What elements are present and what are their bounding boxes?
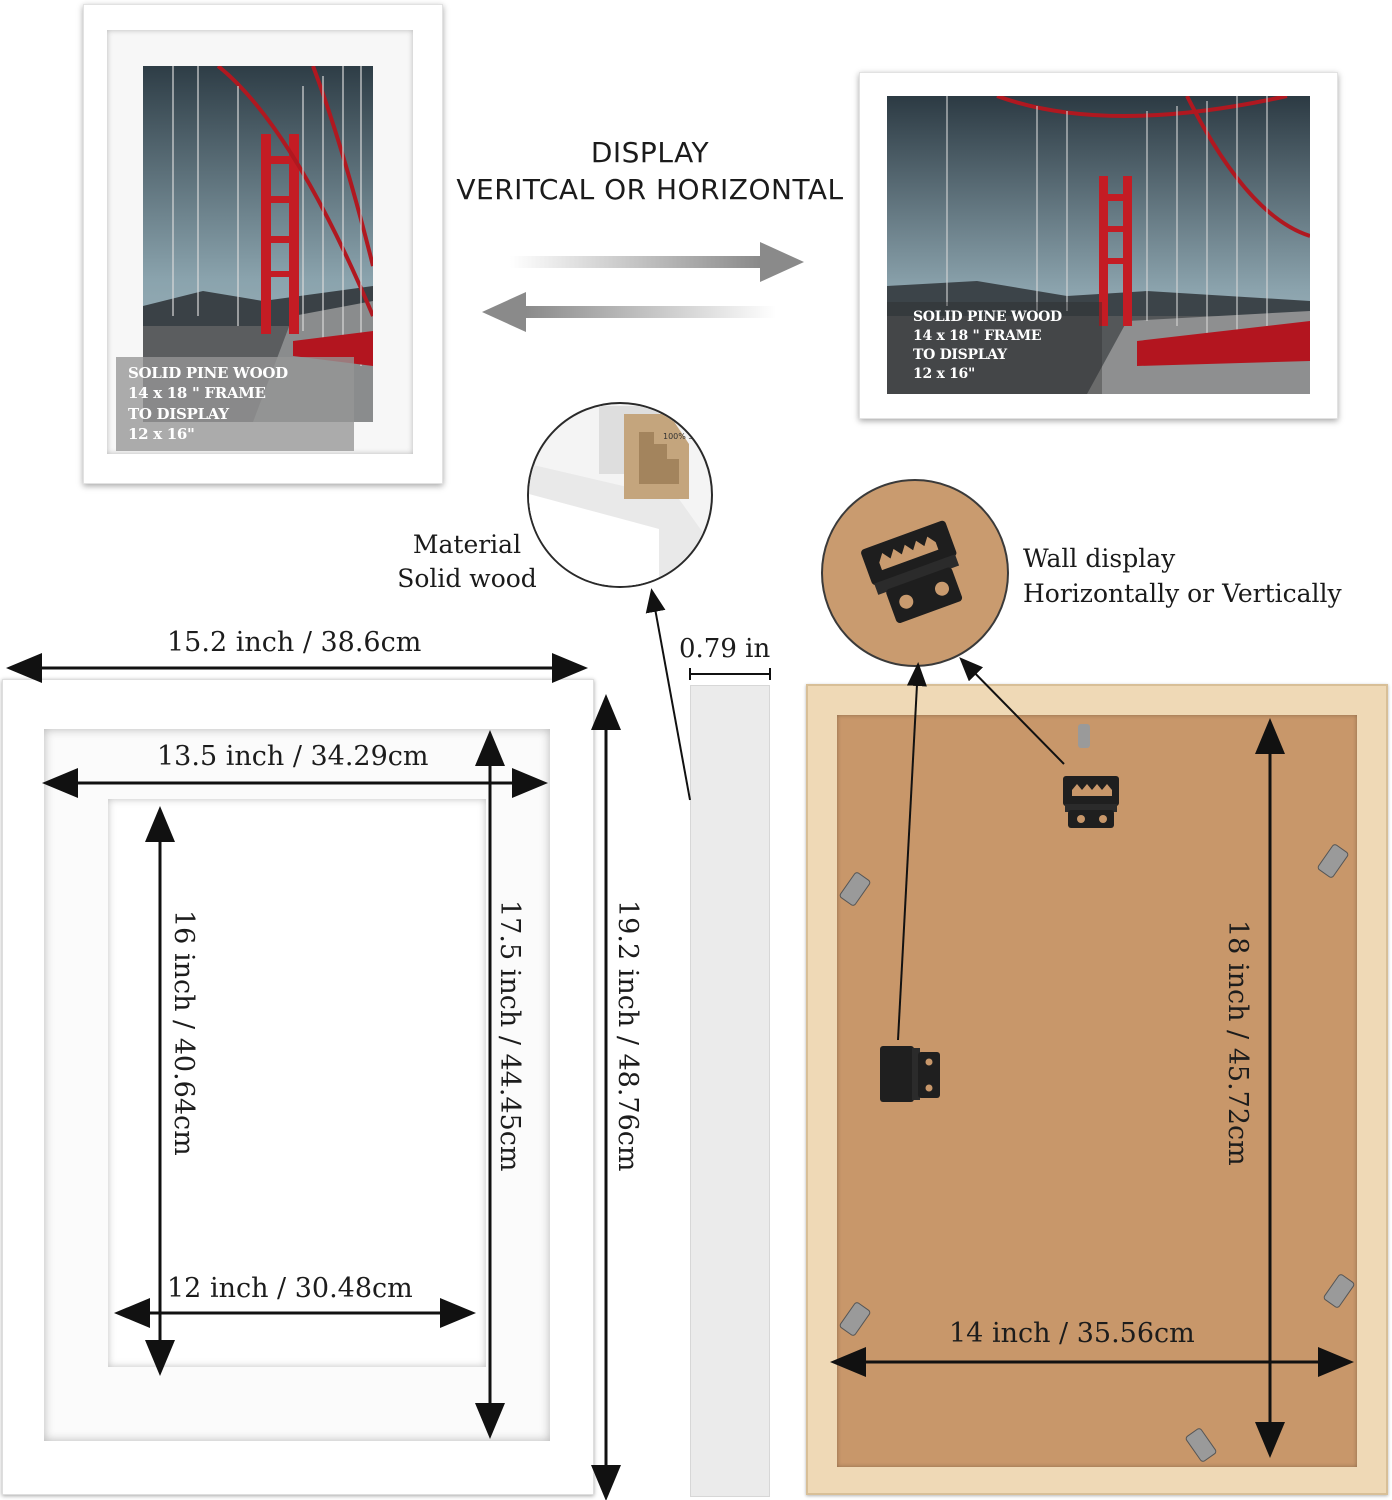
horizontal-frame: SOLID PINE WOOD 14 x 18 " FRAME TO DISPL… [859,72,1338,419]
arrow-left-icon [482,292,776,332]
badge-line3: TO DISPLAY [128,404,229,423]
top-hanger-pointer [959,657,1065,765]
side-hanger-pointer [897,662,927,1041]
depth-label: 0.79 in [679,634,771,664]
front-dimension-lines [6,653,621,1500]
badge-line1: SOLID PINE WOOD [128,364,288,382]
material-tag: 100% Sc [663,432,698,441]
badge-h-line3: TO DISPLAY [913,346,1007,363]
back-hardware [839,724,1355,1462]
horizontal-frame-photo [887,96,1310,394]
side-hanger-icon [880,1046,940,1102]
depth-pointer-lines [645,588,771,801]
vertical-frame-badge: SOLID PINE WOOD 14 x 18 " FRAME TO DISPL… [116,357,354,451]
badge-h-line2: 14 x 18 " FRAME [913,327,1042,344]
material-label-line1: Material [412,530,522,559]
photo-width-label: 12 inch / 30.48cm [167,1273,413,1304]
photo-height-label: 16 inch / 40.64cm [168,910,199,1156]
flex-tab-icons [839,844,1355,1462]
wall-label-line2: Horizontally or Vertically [1023,579,1342,608]
top-hanger-icon [1063,724,1119,828]
display-title-line1: DISPLAY [590,136,710,169]
material-zoom-circle: 100% Sc [527,402,713,588]
badge-line4: 12 x 16" [128,424,195,443]
arrow-right-icon [510,242,804,282]
wall-display-label: Wall display Horizontally or Vertically [1023,541,1342,611]
sawtooth-hanger-icon [861,520,963,623]
inner-width-label: 13.5 inch / 34.29cm [157,741,429,772]
wall-label-line1: Wall display [1023,544,1176,573]
horizontal-frame-badge: SOLID PINE WOOD 14 x 18 " FRAME TO DISPL… [887,302,1102,394]
wood-profile-icon [529,406,711,586]
inner-height-label: 17.5 inch / 44.45cm [494,900,525,1172]
vertical-frame: SOLID PINE WOOD 14 x 18 " FRAME TO DISPL… [83,4,443,484]
back-dimension-lines [830,657,1354,1458]
swap-arrows [482,242,804,332]
outer-height-label: 19.2 inch / 48.76cm [612,900,643,1172]
back-width-label: 14 inch / 35.56cm [949,1318,1195,1349]
bridge-photo-horizontal [887,96,1310,394]
badge-h-line4: 12 x 16" [913,365,975,382]
hanger-zoom-circle [821,479,1009,667]
frame-depth-strip [690,685,770,1497]
display-title-line2: VERITCAL OR HORIZONTAL [456,173,844,206]
outer-width-label: 15.2 inch / 38.6cm [167,627,422,658]
badge-line2: 14 x 18 " FRAME [128,384,266,403]
material-label: Material Solid wood [394,528,540,596]
back-height-label: 18 inch / 45.72cm [1222,920,1253,1166]
material-label-line2: Solid wood [397,563,537,593]
badge-h-line1: SOLID PINE WOOD [913,309,1062,325]
display-title: DISPLAY VERITCAL OR HORIZONTAL [440,136,860,206]
